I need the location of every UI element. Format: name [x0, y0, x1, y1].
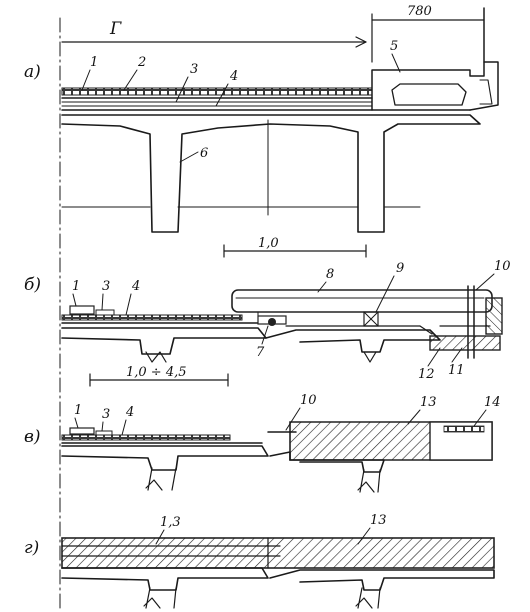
- panel-a-label: a): [24, 62, 41, 82]
- pavement-blocks: [61, 87, 373, 96]
- callout-3-v: 3: [102, 407, 110, 422]
- callouts-v: 1 3 4 10 13 14: [74, 393, 501, 436]
- callout-7: 7: [256, 345, 265, 360]
- callout-8: 8: [326, 267, 334, 282]
- dim-label-1-0: 1,0: [258, 236, 279, 251]
- deck-slab-g: [61, 567, 269, 591]
- callout-3: 3: [190, 62, 198, 77]
- dim-arrow-G: [355, 36, 367, 48]
- callout-1-v: 1: [74, 403, 82, 418]
- deck-slab-v: [61, 445, 269, 471]
- callout-1: 1: [90, 55, 98, 70]
- callout-13-v: 13: [420, 395, 437, 410]
- curb-block: [371, 61, 499, 111]
- panel-b-label: б): [24, 275, 41, 295]
- callout-10: 10: [494, 259, 511, 274]
- panel-g-label: г): [24, 538, 39, 558]
- dim-label-1-0-4-5: 1,0 ÷ 4,5: [126, 365, 187, 380]
- callout-1-3-g: 1,3: [160, 515, 181, 530]
- callout-4-v: 4: [125, 405, 134, 420]
- callout-11: 11: [448, 363, 465, 378]
- dim-label-780: 780: [407, 4, 432, 19]
- callout-4: 4: [229, 69, 238, 84]
- callout-13-g: 13: [370, 513, 387, 528]
- callout-2: 2: [137, 55, 146, 70]
- panel-b: б) 1,0 1,0: [24, 236, 511, 387]
- callout-5: 5: [390, 39, 398, 54]
- callout-3-b: 3: [102, 279, 110, 294]
- panel-v-label: в): [24, 427, 41, 447]
- callout-1-b: 1: [72, 279, 80, 294]
- callout-4-b: 4: [131, 279, 140, 294]
- joint-fill-g: [61, 537, 495, 569]
- sliding-plate: [231, 289, 493, 313]
- callout-14-v: 14: [484, 395, 501, 410]
- callouts-a: 1 2 3 4 5 6: [81, 39, 401, 163]
- deck-slab-b: [61, 327, 267, 355]
- callout-9: 9: [396, 261, 404, 276]
- callout-6: 6: [200, 146, 208, 161]
- deck-slab-a: [61, 114, 481, 233]
- callout-10-v: 10: [300, 393, 317, 408]
- panel-a: a) Г 780 1 2 3 4: [24, 4, 499, 233]
- panel-g: г) 1,3 13: [24, 513, 495, 609]
- panel-v: в) 1 3 4 10 13 14: [24, 393, 501, 493]
- callouts-g: 1,3 13: [155, 513, 387, 545]
- callouts-b: 1 3 4 7 8 9 10 11 12: [72, 259, 511, 382]
- dim-label-G: Г: [109, 19, 122, 39]
- callout-12: 12: [418, 367, 435, 382]
